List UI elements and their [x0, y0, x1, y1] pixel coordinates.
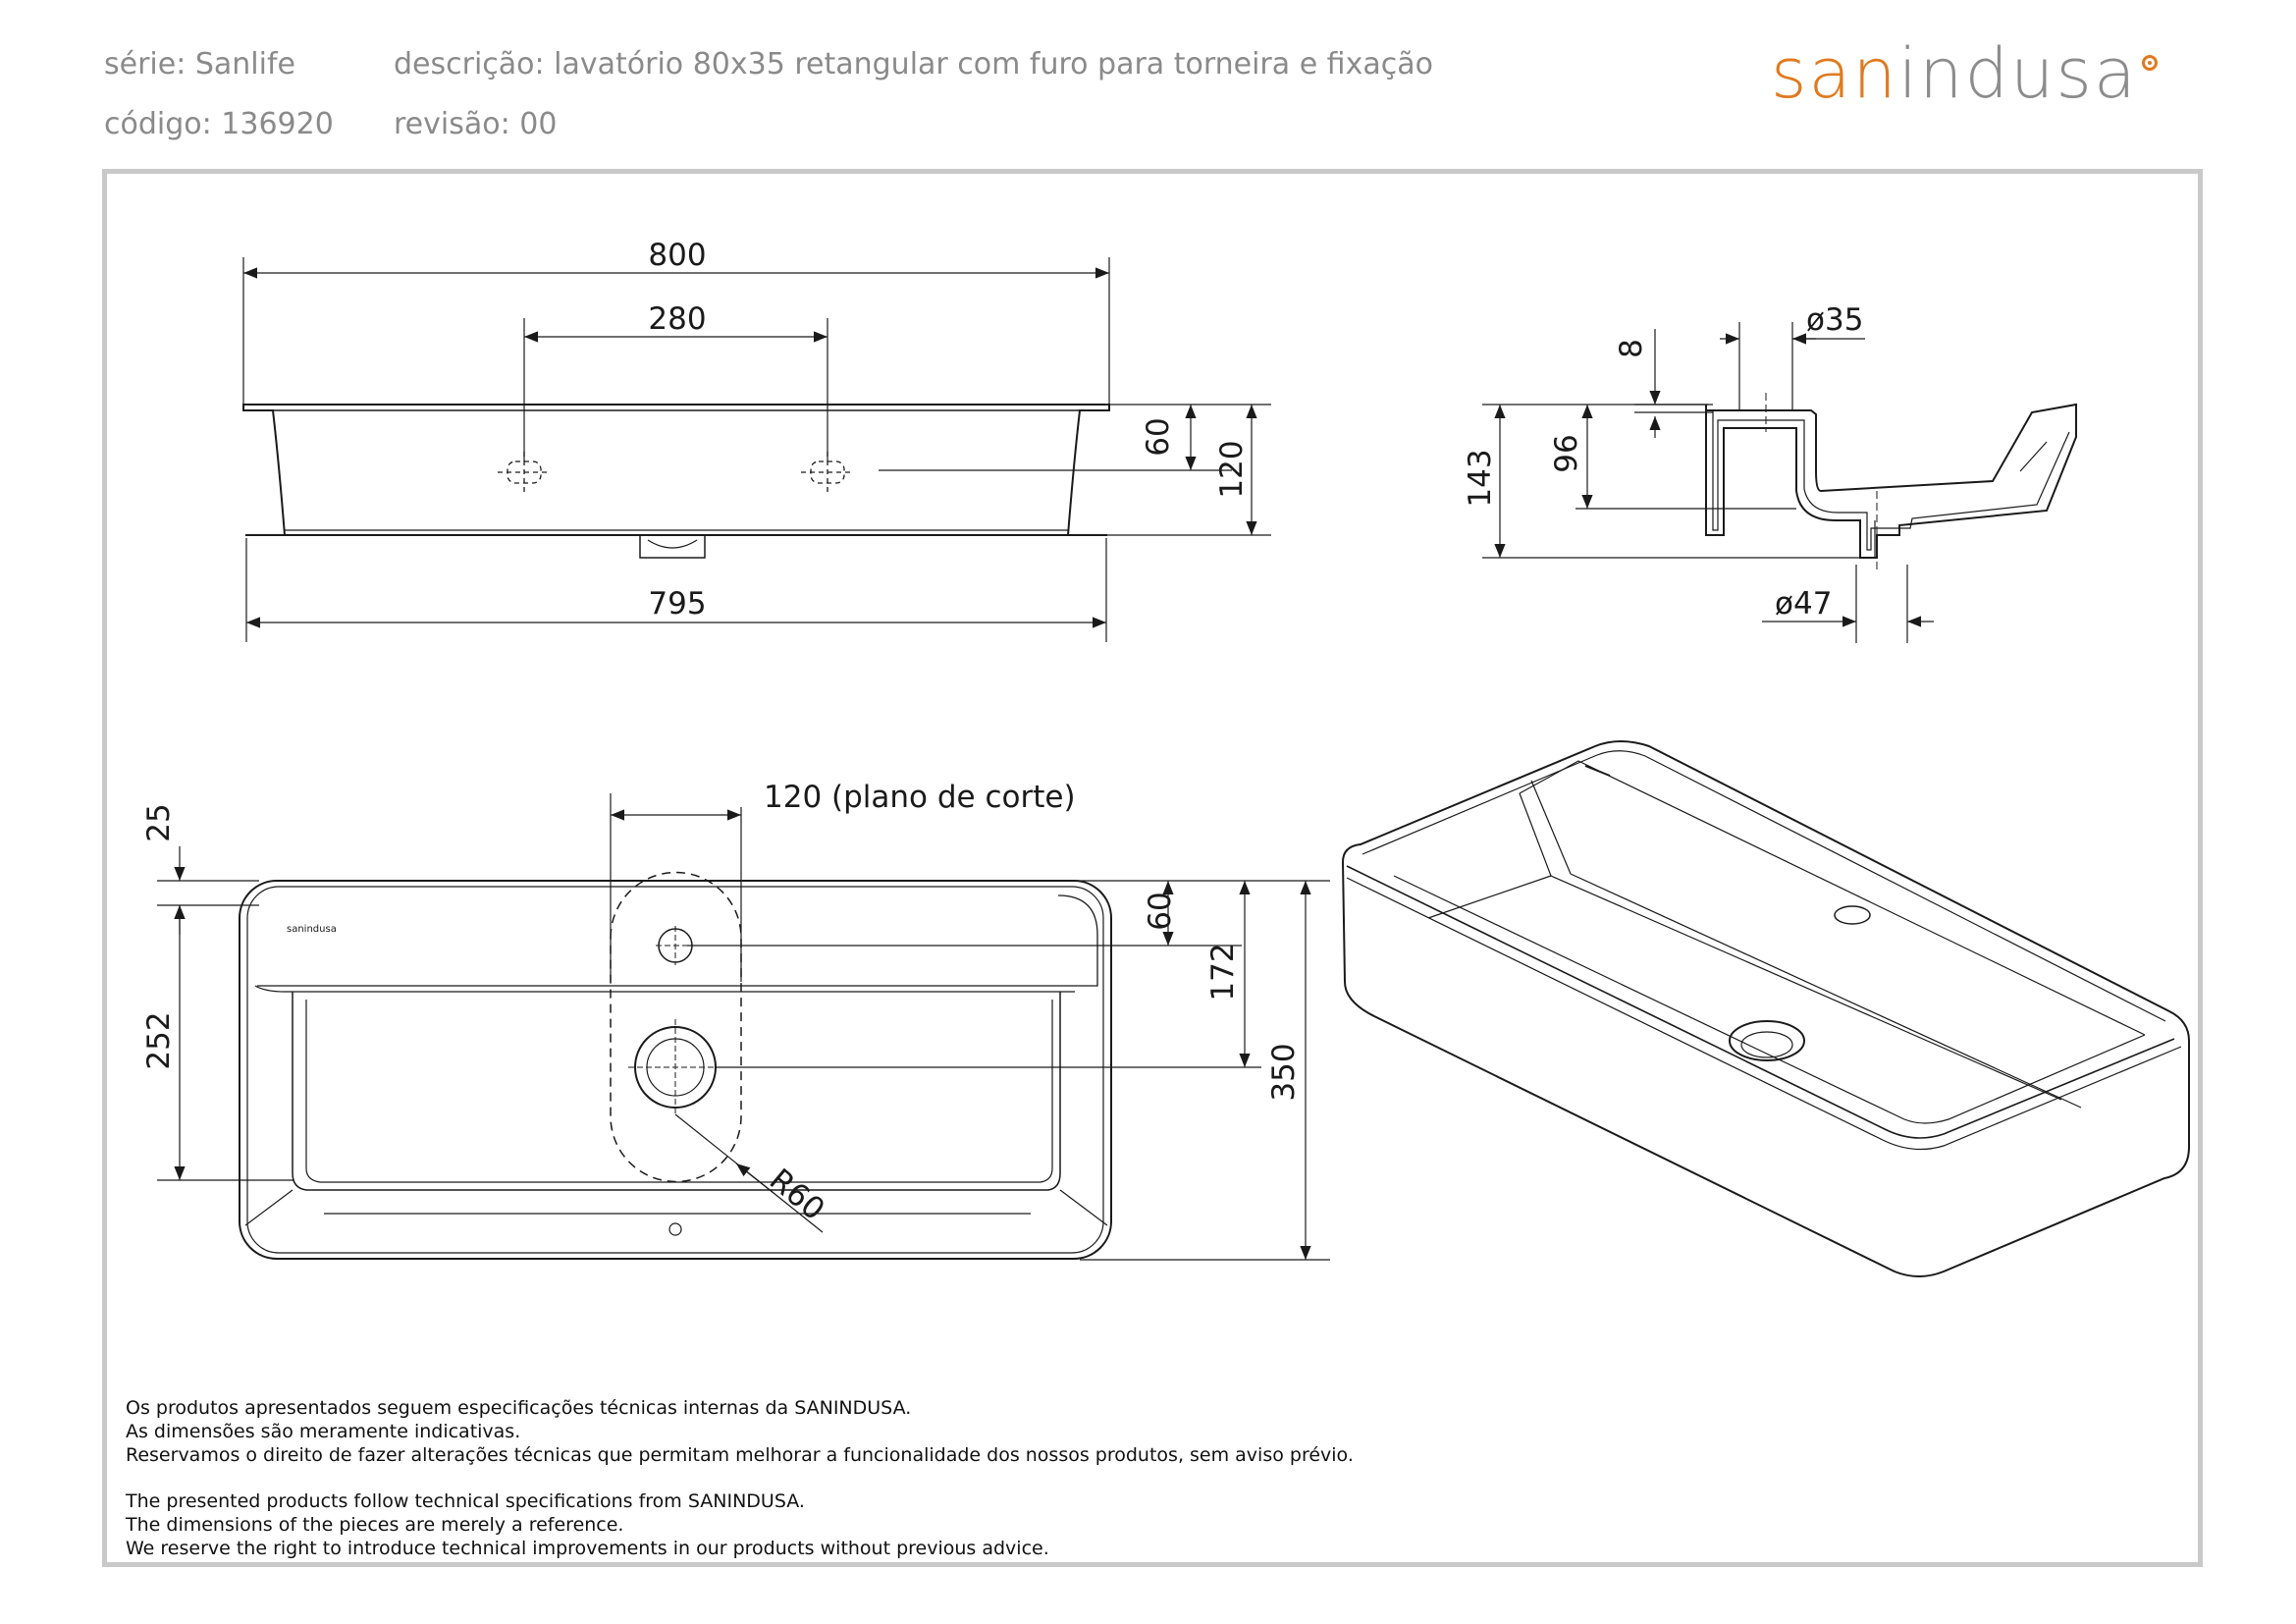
dim-plan-cut: 120 (plano de corte)	[764, 780, 1076, 815]
plan-view-labels: 120 (plano de corte) 25 252 60 172 350 R…	[141, 780, 1302, 1227]
note-pt-3: Reservamos o direito de fazer alterações…	[126, 1444, 1354, 1466]
notes-block: Os produtos apresentados seguem especifi…	[126, 1396, 1354, 1560]
logo-part-san: san	[1771, 33, 1898, 114]
dim-plan-tap-offset: 60	[1143, 892, 1178, 930]
dim-plan-rim: 25	[141, 803, 177, 841]
side-section	[1482, 322, 2077, 643]
dim-plan-depth-inner: 252	[141, 1011, 177, 1069]
plan-logo-text: sanindusa	[287, 924, 337, 935]
dim-front-bottom-width: 795	[648, 586, 706, 622]
dim-front-width: 800	[648, 238, 706, 273]
dim-side-basin-depth: 96	[1549, 434, 1584, 472]
note-en-1: The presented products follow technical …	[126, 1490, 805, 1512]
dim-side-rim: 8	[1614, 339, 1649, 358]
note-pt-1: Os produtos apresentados seguem especifi…	[126, 1397, 912, 1419]
code-label: código: 136920	[104, 107, 334, 141]
dim-radius: R60	[763, 1163, 831, 1228]
dim-plan-total-depth: 350	[1266, 1043, 1302, 1101]
side-section-labels: ø35 ø47 8 143 96	[1463, 302, 1863, 622]
note-pt-2: As dimensões são meramente indicativas.	[126, 1421, 521, 1442]
note-en-3: We reserve the right to introduce techni…	[126, 1538, 1049, 1559]
series-label: série: Sanlife	[104, 47, 295, 81]
dim-hole-spacing: 280	[648, 301, 706, 337]
front-view	[242, 257, 1271, 642]
dim-plan-drain-offset: 172	[1205, 943, 1241, 1001]
dim-front-hole-height: 60	[1141, 417, 1176, 456]
logo-part-indusa: indusa	[1897, 33, 2138, 114]
revision-label: revisão: 00	[394, 107, 558, 141]
isometric-view	[1341, 740, 2190, 1277]
brand-logo: sanindusa	[1771, 39, 2138, 108]
dim-tap-hole-diameter: ø35	[1806, 302, 1863, 338]
dim-drain-diameter: ø47	[1775, 586, 1832, 622]
drawing-frame	[102, 169, 2203, 1567]
dim-front-height: 120	[1214, 440, 1250, 498]
dim-side-total-height: 143	[1463, 449, 1498, 507]
description-label: descrição: lavatório 80x35 retangular co…	[394, 47, 1433, 81]
note-en-2: The dimensions of the pieces are merely …	[126, 1514, 624, 1536]
logo-mark-icon	[2142, 55, 2158, 71]
plan-view	[157, 793, 1330, 1261]
front-view-labels: 800 280 795 60 120	[648, 238, 1250, 622]
